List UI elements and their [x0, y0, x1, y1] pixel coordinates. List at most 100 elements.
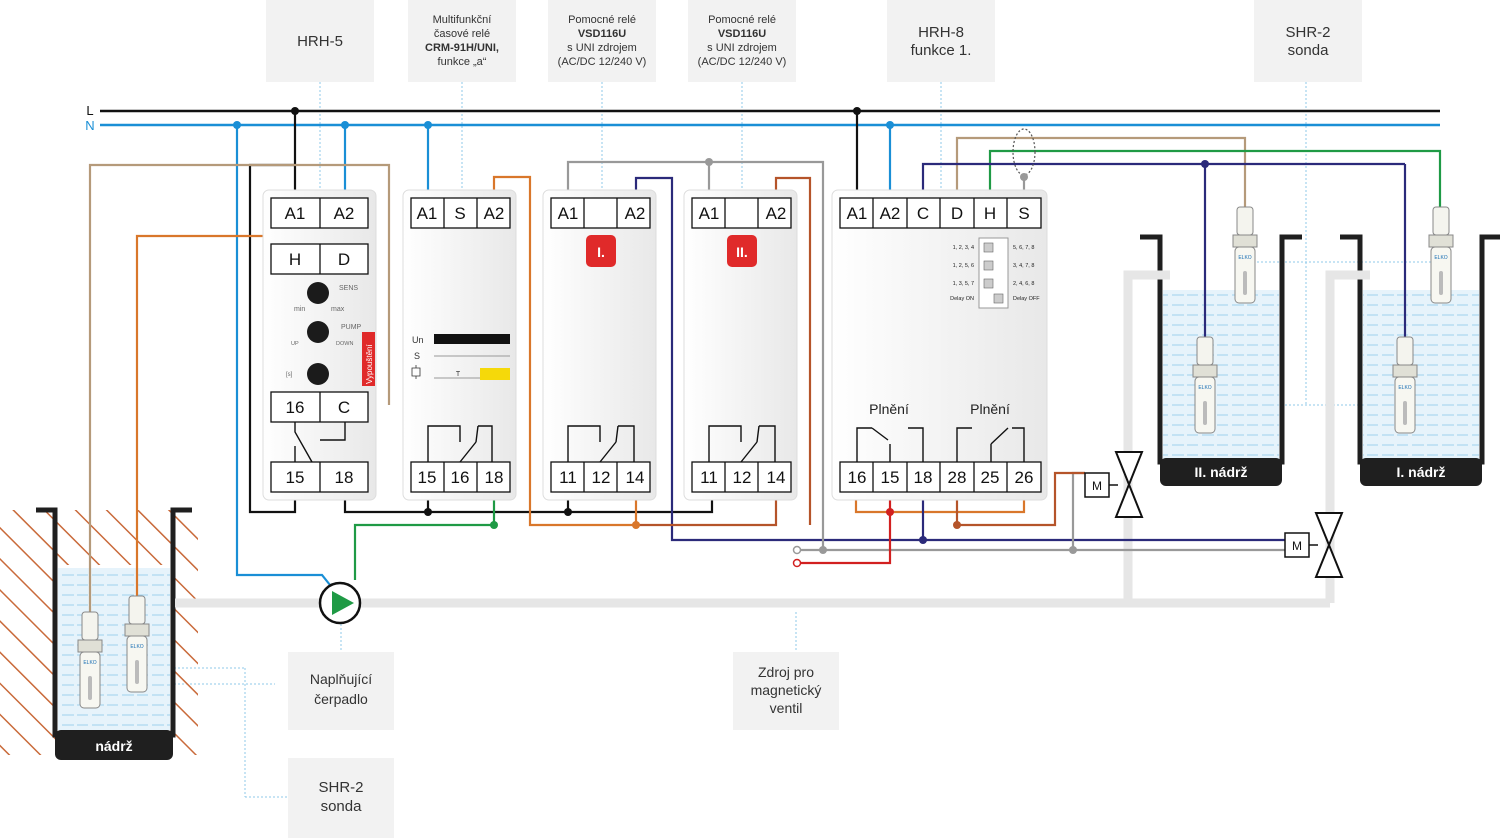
callout-vsd1: Pomocné relé VSD116U s UNI zdrojem (AC/D… [548, 0, 656, 82]
hrh8-fill-left: Plnění [869, 401, 909, 417]
module-vsd2: A1 A2 II. 11 12 14 [683, 189, 798, 501]
hrh8-term-15: 15 [881, 468, 900, 487]
hrh5-term-a1: A1 [285, 204, 306, 223]
callout-hrh8-line2: funkce 1. [911, 42, 972, 59]
probe-brand: ELKO [1238, 255, 1251, 261]
callout-hrh5-text: HRH-5 [297, 33, 343, 50]
vsd2-badge: II. [736, 244, 748, 260]
callout-crm: Multifunkční časové relé CRM-91H/UNI, fu… [408, 0, 516, 82]
hrh8-term-18: 18 [914, 468, 933, 487]
hrh8-term-25: 25 [981, 468, 1000, 487]
s-wire-marker [1012, 128, 1036, 176]
tank-2: II. nádrž [1140, 234, 1302, 486]
callout-source-line3: ventil [770, 700, 803, 716]
callout-hrh8-line1: HRH-8 [918, 24, 964, 41]
probe-tank2-upper: ELKO [1232, 206, 1258, 304]
callout-source-line1: Zdroj pro [758, 664, 814, 680]
hrh5-knob-delay [307, 363, 329, 385]
vsd1-term-a2: A2 [625, 204, 646, 223]
probe-main-right: ELKO [124, 595, 150, 693]
tank-2-label: II. nádrž [1195, 464, 1248, 480]
callout-shr2-bottom-line2: sonda [321, 798, 363, 815]
hrh8-fill-right: Plnění [970, 401, 1010, 417]
hrh8-term-26: 26 [1015, 468, 1034, 487]
valve-upper: M [1084, 451, 1144, 518]
hrh5-knob3-unit: [s] [286, 372, 293, 378]
hrh8-term-a1: A1 [847, 204, 868, 223]
probe-brand: ELKO [1398, 385, 1411, 391]
vsd1-term-12: 12 [592, 468, 611, 487]
hrh8-dip-right-4: Delay OFF [1013, 296, 1040, 302]
probe-main-left: ELKO [77, 611, 103, 709]
hrh8-term-16: 16 [848, 468, 867, 487]
hrh8-dip-left-4: Delay ON [950, 296, 974, 302]
callout-vsd1-line1: Pomocné relé [568, 14, 636, 26]
hrh5-term-a2: A2 [334, 204, 355, 223]
callout-shr2-bottom: SHR-2 sonda [288, 758, 394, 838]
callout-crm-line1: Multifunkční [433, 14, 492, 26]
pipes [175, 270, 1370, 608]
tank-1-label: I. nádrž [1396, 464, 1445, 480]
callout-shr2-top-line2: sonda [1288, 42, 1330, 59]
callout-pump-line2: čerpadlo [314, 691, 368, 707]
probe-brand: ELKO [1198, 385, 1211, 391]
hrh8-dip-left-2: 1, 2, 5, 6 [953, 263, 974, 269]
crm-term-16: 16 [451, 468, 470, 487]
hrh8-term-d: D [951, 204, 963, 223]
callout-vsd2-line1: Pomocné relé [708, 14, 776, 26]
callout-shr2-top-line1: SHR-2 [1285, 24, 1330, 41]
hrh8-term-c: C [917, 204, 929, 223]
hrh5-knob1-label: SENS [339, 285, 358, 292]
hrh5-knob2-label: PUMP [341, 324, 362, 331]
crm-term-a1: A1 [417, 204, 438, 223]
vsd1-term-11: 11 [559, 468, 577, 487]
crm-term-s: S [454, 204, 465, 223]
callout-vsd1-line2: VSD116U [578, 28, 626, 40]
callout-hrh8: HRH-8 funkce 1. [887, 0, 995, 82]
callout-vsd1-line3: s UNI zdrojem [567, 42, 637, 54]
crm-chart-t: T [456, 371, 461, 378]
hrh5-knob-pump [307, 321, 329, 343]
callout-source: Zdroj pro magnetický ventil [733, 652, 839, 730]
valve-lower: M [1284, 512, 1344, 578]
hrh5-term-15: 15 [286, 468, 305, 487]
callout-vsd2: Pomocné relé VSD116U s UNI zdrojem (AC/D… [688, 0, 796, 82]
wires [88, 111, 1442, 615]
main-tank-label: nádrž [95, 738, 132, 754]
hrh8-term-a2: A2 [880, 204, 901, 223]
bus-lines: L N [85, 103, 1440, 133]
tank-1: I. nádrž [1340, 234, 1500, 486]
hrh5-term-d: D [338, 250, 350, 269]
probe-tank2-lower: ELKO [1192, 336, 1218, 434]
callout-shr2-bottom-line1: SHR-2 [318, 779, 363, 796]
probe-brand: ELKO [83, 660, 96, 666]
crm-chart-s: S [414, 351, 420, 361]
hrh5-knob2-down: DOWN [336, 341, 353, 347]
hrh5-knob-sens [307, 282, 329, 304]
callout-vsd1-line4: (AC/DC 12/240 V) [558, 56, 647, 68]
hrh8-dip-right-1: 5, 6, 7, 8 [1013, 245, 1034, 251]
module-hrh5: A1 A2 H D SENS min max PUMP UP DOWN [s] … [262, 189, 377, 501]
hrh5-knob1-max: max [331, 306, 345, 313]
hrh8-dip-left-1: 1, 2, 3, 4 [953, 245, 974, 251]
callout-source-line2: magnetický [751, 682, 822, 698]
hrh8-term-s: S [1018, 204, 1029, 223]
junction-dots [233, 107, 1209, 568]
vsd1-term-14: 14 [626, 468, 645, 487]
callout-pump-line1: Naplňující [310, 671, 372, 687]
hrh8-dip-left-3: 1, 3, 5, 7 [953, 281, 974, 287]
main-tank: nádrž [36, 507, 192, 760]
vsd2-term-11: 11 [700, 468, 718, 487]
valve-lower-m: M [1292, 539, 1302, 553]
crm-term-a2: A2 [484, 204, 505, 223]
probe-brand: ELKO [130, 644, 143, 650]
hrh8-dip-right-3: 2, 4, 6, 8 [1013, 281, 1034, 287]
line-n-label: N [85, 118, 94, 133]
probe-brand: ELKO [1434, 255, 1447, 261]
callout-shr2-top: SHR-2 sonda [1254, 0, 1362, 82]
hrh8-term-28: 28 [948, 468, 967, 487]
hrh5-term-c: C [338, 398, 350, 417]
hrh5-side-label: Vypouštění [365, 343, 374, 384]
callout-vsd2-line4: (AC/DC 12/240 V) [698, 56, 787, 68]
callout-hrh5: HRH-5 [266, 0, 374, 82]
